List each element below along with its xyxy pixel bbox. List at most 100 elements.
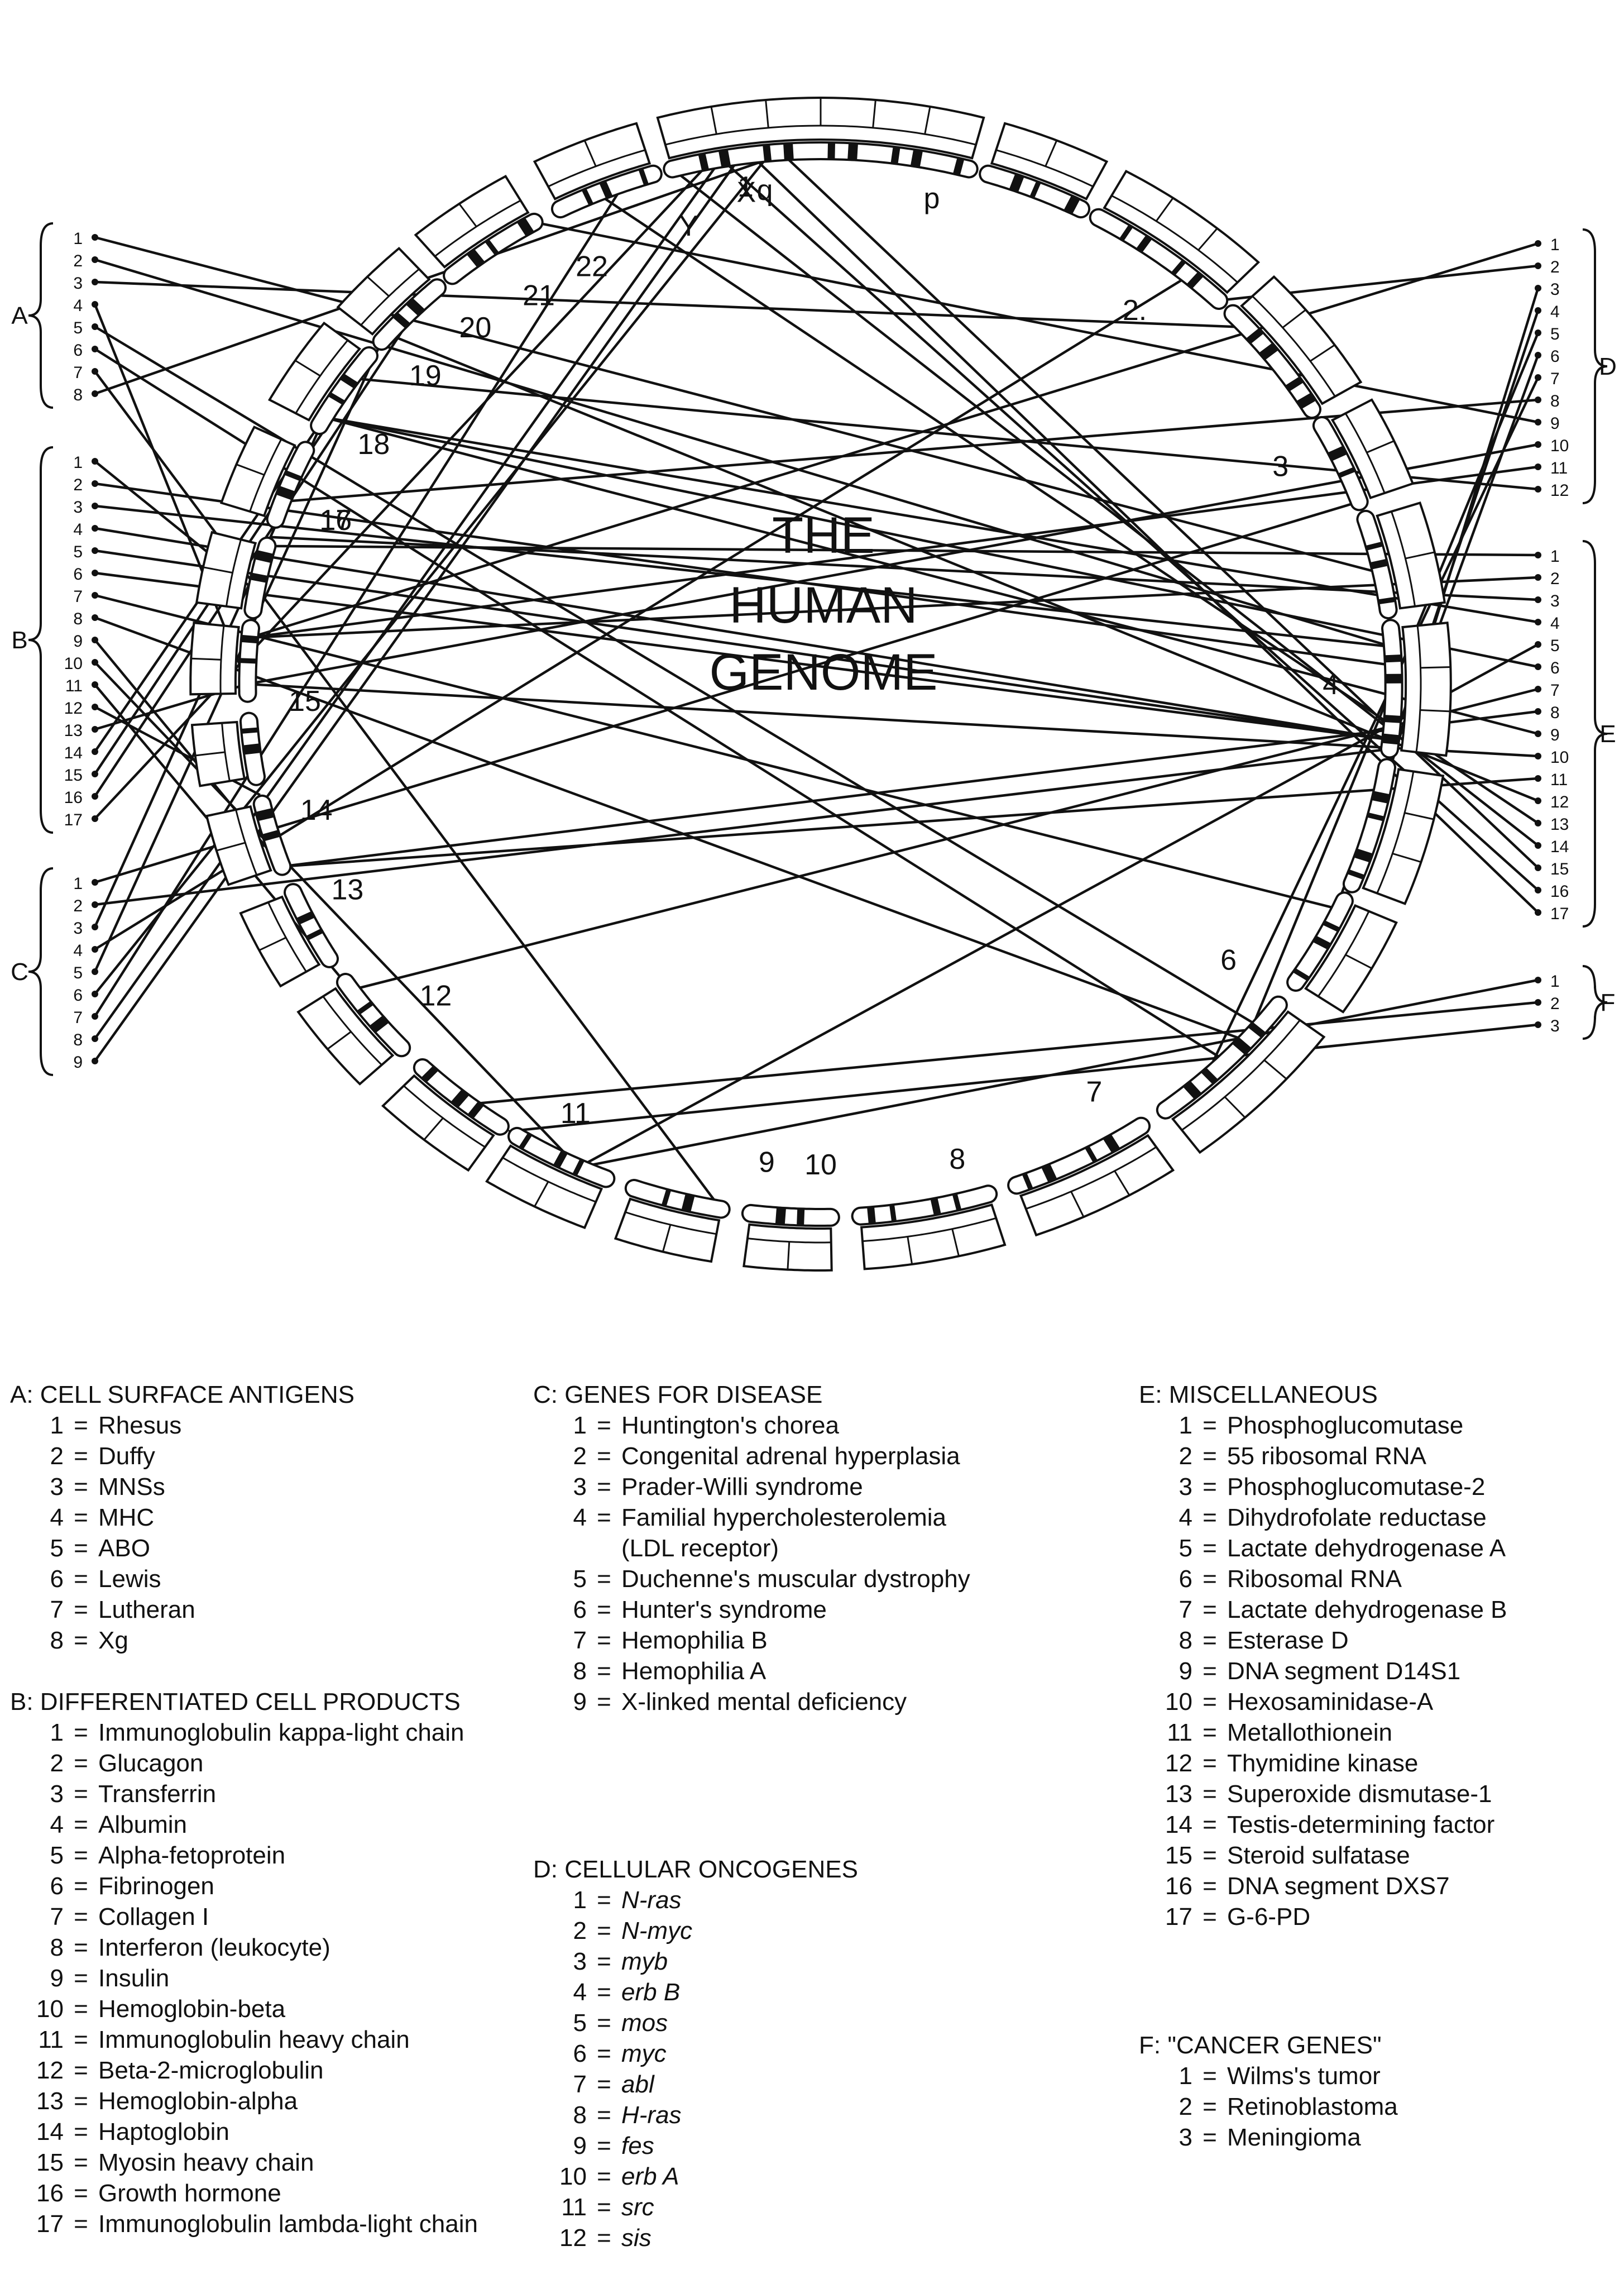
gene-dot <box>92 1058 98 1064</box>
gene-point-number: 6 <box>1550 659 1560 677</box>
gene-point-number: 10 <box>1550 437 1569 455</box>
equals-sign: = <box>64 1717 98 1748</box>
gene-point-number: 3 <box>73 919 83 938</box>
legend-item: 6=Ribosomal RNA <box>1139 1564 1507 1594</box>
bracket-label-E: E <box>1599 720 1616 748</box>
legend-item-number: 12 <box>533 2223 587 2253</box>
legend-item-label: Ribosomal RNA <box>1227 1565 1402 1593</box>
legend-item-label: DNA segment D14S1 <box>1227 1657 1460 1685</box>
legend-item: 5=Duchenne's muscular dystrophy <box>533 1564 970 1594</box>
legend-item-label: Duffy <box>98 1442 155 1470</box>
equals-sign: = <box>64 2178 98 2209</box>
gene-dot <box>1535 396 1541 403</box>
gene-dot <box>1535 753 1541 759</box>
legend-item-label: G-6-PD <box>1227 1903 1310 1931</box>
gene-dot <box>92 368 98 375</box>
equals-sign: = <box>587 1594 621 1625</box>
gene-point-number: 2 <box>1550 995 1560 1013</box>
legend-header-F: F: "CANCER GENES" <box>1139 2030 1507 2061</box>
legend-item: 8=Esterase D <box>1139 1625 1507 1656</box>
gene-dot <box>1535 352 1541 359</box>
chromosome-segment <box>338 249 437 341</box>
legend-item: 7=Hemophilia B <box>533 1625 970 1656</box>
legend-item-number: 3 <box>1139 2122 1192 2153</box>
gene-point-number: 16 <box>1550 882 1569 901</box>
gene-dot <box>1535 977 1541 983</box>
legend-header-A: A: CELL SURFACE ANTIGENS <box>10 1379 478 1410</box>
equals-sign: = <box>587 1441 621 1471</box>
legend-item-label: Congenital adrenal hyperplasia <box>621 1442 960 1470</box>
gene-point-number: 17 <box>1550 905 1569 923</box>
chromosome-number-label: 11 <box>561 1097 591 1130</box>
gene-point-number: 11 <box>1550 459 1568 477</box>
legend-item: 15=Steroid sulfatase <box>1139 1840 1507 1871</box>
legend-item-label: Glucagon <box>98 1750 203 1777</box>
gene-dot <box>92 681 98 688</box>
equals-sign: = <box>64 1779 98 1809</box>
gene-dot <box>1535 775 1541 782</box>
legend-item-number: 6 <box>533 1594 587 1625</box>
gene-dot <box>92 704 98 710</box>
chromosome-number-label: 15 <box>289 685 321 718</box>
equals-sign: = <box>587 2069 621 2100</box>
chromosome-segment <box>416 176 534 276</box>
equals-sign: = <box>587 2192 621 2223</box>
chromosome-number-label: 18 <box>357 428 390 461</box>
gene-point-number: 2 <box>73 252 83 270</box>
legend-item: 17=Immunoglobulin lambda-light chain <box>10 2209 478 2239</box>
gene-dot <box>1535 374 1541 381</box>
legend-item-number: 2 <box>533 1915 587 1946</box>
legend-item-label: Testis-determining factor <box>1227 1811 1494 1838</box>
legend-item: 1=N-ras <box>533 1885 970 1915</box>
gene-point-number: 8 <box>73 610 83 628</box>
gene-dot <box>92 1035 98 1042</box>
legend-item-number: 13 <box>1139 1779 1192 1809</box>
equals-sign: = <box>64 1748 98 1779</box>
legend-item-number: 4 <box>10 1809 64 1840</box>
gene-point-number: 2 <box>1550 258 1560 276</box>
legend-item-label: Duchenne's muscular dystrophy <box>621 1565 970 1593</box>
equals-sign: = <box>587 1885 621 1915</box>
equals-sign: = <box>64 1410 98 1441</box>
gene-point-number: 9 <box>73 632 83 651</box>
legend-item: 8=Interferon (leukocyte) <box>10 1932 478 1963</box>
gene-point-number: 11 <box>1550 771 1568 789</box>
chromosome-segment <box>616 1188 721 1262</box>
gene-point-number: 1 <box>1550 972 1560 991</box>
equals-sign: = <box>64 1564 98 1594</box>
gene-dot <box>1535 619 1541 625</box>
legend-item: 4=Dihydrofolate reductase <box>1139 1502 1507 1533</box>
chromosome-number-label: 7 <box>1086 1076 1102 1108</box>
legend-item: 7=Collagen I <box>10 1901 478 1932</box>
gene-connection-line <box>95 282 1247 327</box>
gene-dot <box>1535 419 1541 426</box>
gene-point-number: 1 <box>1550 236 1560 254</box>
gene-point-number: 7 <box>1550 370 1560 388</box>
legend-item-label: sis <box>621 2224 651 2252</box>
gene-dot <box>92 301 98 308</box>
equals-sign: = <box>1192 1656 1227 1686</box>
gene-point-number: 13 <box>64 721 83 740</box>
legend-item-label: Haptoglobin <box>98 2118 229 2146</box>
legend-item-number: 8 <box>1139 1625 1192 1656</box>
legend-item-number: 6 <box>533 2038 587 2069</box>
legend-item: 11=Immunoglobulin heavy chain <box>10 2024 478 2055</box>
gene-dot <box>92 458 98 465</box>
gene-dot <box>92 614 98 621</box>
legend-item-number: 12 <box>10 2055 64 2086</box>
gene-dot <box>92 503 98 509</box>
legend-item-label: Insulin <box>98 1965 169 1992</box>
legend-item-label: Hemoglobin-beta <box>98 1995 285 2023</box>
gene-dot <box>92 659 98 666</box>
chromosome-number-label: 21 <box>523 280 555 312</box>
legend-item: 2=N-myc <box>533 1915 970 1946</box>
equals-sign: = <box>587 1656 621 1686</box>
legend-item: 6=Hunter's syndrome <box>533 1594 970 1625</box>
legend-item: 6=myc <box>533 2038 970 2069</box>
legend-item: 14=Haptoglobin <box>10 2116 478 2147</box>
legend-item: 6=Fibrinogen <box>10 1871 478 1901</box>
gene-dot <box>92 946 98 953</box>
legend-item-number: 1 <box>10 1410 64 1441</box>
chromosome-segment <box>1366 503 1445 610</box>
